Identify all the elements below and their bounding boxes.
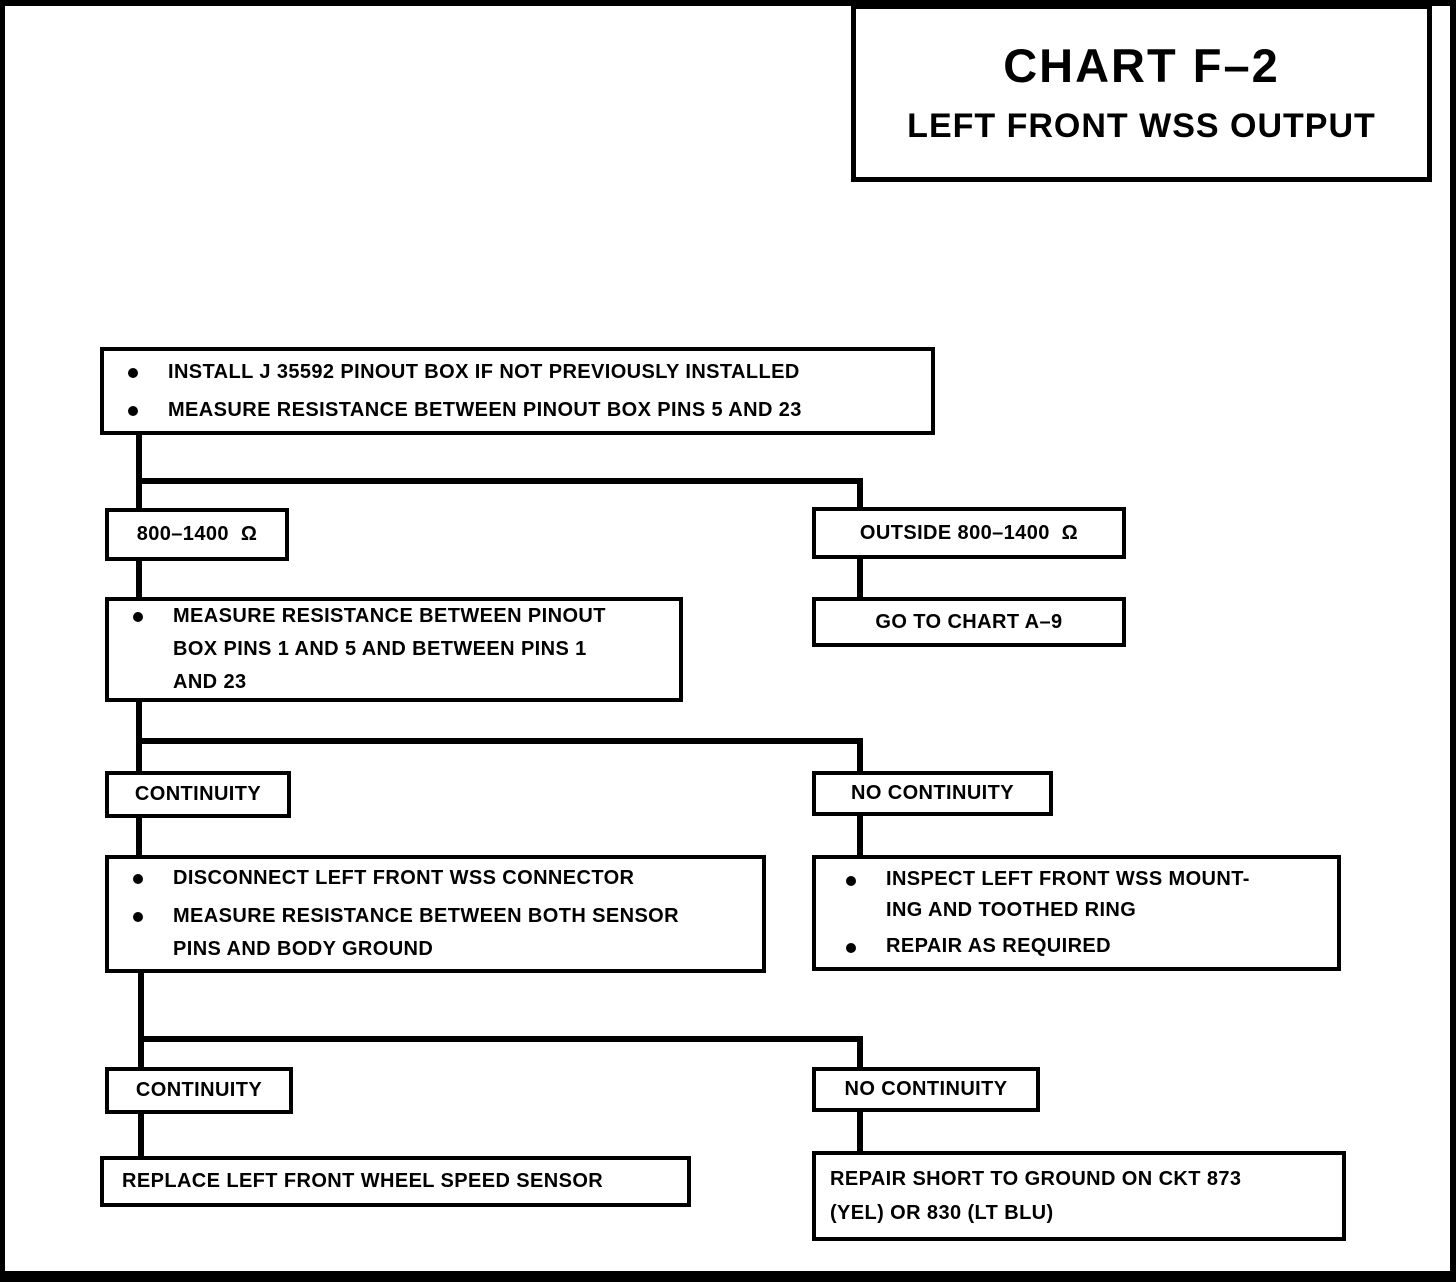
node-result-outside-range: OUTSIDE 800–1400 Ω [812, 507, 1126, 559]
chart-title-box: CHART F–2 LEFT FRONT WSS OUTPUT [851, 4, 1432, 182]
step-text: DISCONNECT LEFT FRONT WSS CONNECTOR [173, 867, 635, 889]
node-measure-pins-1-5-23: MEASURE RESISTANCE BETWEEN PINOUT BOX PI… [105, 597, 683, 702]
connector-step1-down [136, 432, 142, 484]
result-label: 800–1400 Ω [136, 523, 258, 545]
connector-step3-down [138, 968, 144, 1042]
node-result-in-range: 800–1400 Ω [105, 508, 289, 561]
node-install-pinout-box: INSTALL J 35592 PINOUT BOX IF NOT PREVIO… [100, 347, 935, 435]
connector-outside-to-goto [857, 554, 863, 602]
connector-branch1-right [857, 484, 863, 512]
node-goto-chart-a9: GO TO CHART A–9 [812, 597, 1126, 647]
connector-branch2-right [857, 744, 863, 776]
step-text-line: MEASURE RESISTANCE BETWEEN PINOUT [173, 605, 606, 627]
connector-step2-down [136, 697, 142, 744]
branch-label: NO CONTINUITY [851, 782, 1014, 804]
node-no-continuity-1: NO CONTINUITY [812, 771, 1053, 816]
node-repair-short-to-ground: REPAIR SHORT TO GROUND ON CKT 873 (YEL) … [812, 1151, 1346, 1241]
branch-label: NO CONTINUITY [844, 1078, 1008, 1100]
bullet-icon [846, 876, 856, 886]
chart-subtitle: LEFT FRONT WSS OUTPUT [907, 107, 1376, 145]
action-text-line: REPAIR SHORT TO GROUND ON CKT 873 [830, 1168, 1242, 1190]
node-continuity-1: CONTINUITY [105, 771, 291, 818]
bullet-icon [133, 912, 143, 922]
step-text-line: ING AND TOOTHED RING [886, 899, 1137, 921]
step-text-line: INSPECT LEFT FRONT WSS MOUNT- [886, 868, 1250, 890]
chart-id: CHART F–2 [1003, 39, 1280, 92]
connector-branch2-horizontal [136, 738, 863, 744]
connector-branch1-horizontal [136, 478, 863, 484]
connector-continuity2-down [138, 1109, 144, 1161]
action-label: REPLACE LEFT FRONT WHEEL SPEED SENSOR [122, 1170, 604, 1192]
action-text-line: (YEL) OR 830 (LT BLU) [830, 1202, 1054, 1224]
step-text-line: AND 23 [173, 671, 247, 693]
bullet-icon [133, 874, 143, 884]
step-text: INSTALL J 35592 PINOUT BOX IF NOT PREVIO… [168, 360, 800, 383]
step-text-line: MEASURE RESISTANCE BETWEEN BOTH SENSOR [173, 905, 679, 927]
node-inspect-mounting: INSPECT LEFT FRONT WSS MOUNT- ING AND TO… [812, 855, 1341, 971]
bullet-icon [128, 367, 138, 378]
node-no-continuity-2: NO CONTINUITY [812, 1067, 1040, 1112]
connector-continuity1-down [136, 813, 142, 859]
connector-branch3-right [857, 1042, 863, 1072]
step-text: MEASURE RESISTANCE BETWEEN PINOUT BOX PI… [168, 398, 802, 421]
bullet-icon [846, 943, 856, 953]
step-text-line: PINS AND BODY GROUND [173, 938, 434, 960]
result-label: OUTSIDE 800–1400 Ω [859, 521, 1079, 544]
bullet-icon [133, 612, 143, 622]
connector-nocontinuity1-down [857, 811, 863, 859]
connector-inrange-to-step2 [136, 556, 142, 602]
connector-branch1-left [136, 484, 142, 512]
connector-branch3-horizontal [138, 1036, 863, 1042]
branch-label: CONTINUITY [134, 783, 262, 805]
goto-label: GO TO CHART A–9 [875, 610, 1063, 633]
step-text-line: BOX PINS 1 AND 5 AND BETWEEN PINS 1 [173, 638, 587, 660]
step-text: REPAIR AS REQUIRED [886, 935, 1112, 957]
branch-label: CONTINUITY [135, 1079, 263, 1101]
connector-branch3-left [138, 1042, 144, 1072]
node-replace-sensor: REPLACE LEFT FRONT WHEEL SPEED SENSOR [100, 1156, 691, 1207]
connector-branch2-left [136, 744, 142, 776]
bullet-icon [128, 405, 138, 416]
connector-nocontinuity2-down [857, 1107, 863, 1157]
node-disconnect-wss-connector: DISCONNECT LEFT FRONT WSS CONNECTOR MEAS… [105, 855, 766, 973]
node-continuity-2: CONTINUITY [105, 1067, 293, 1114]
